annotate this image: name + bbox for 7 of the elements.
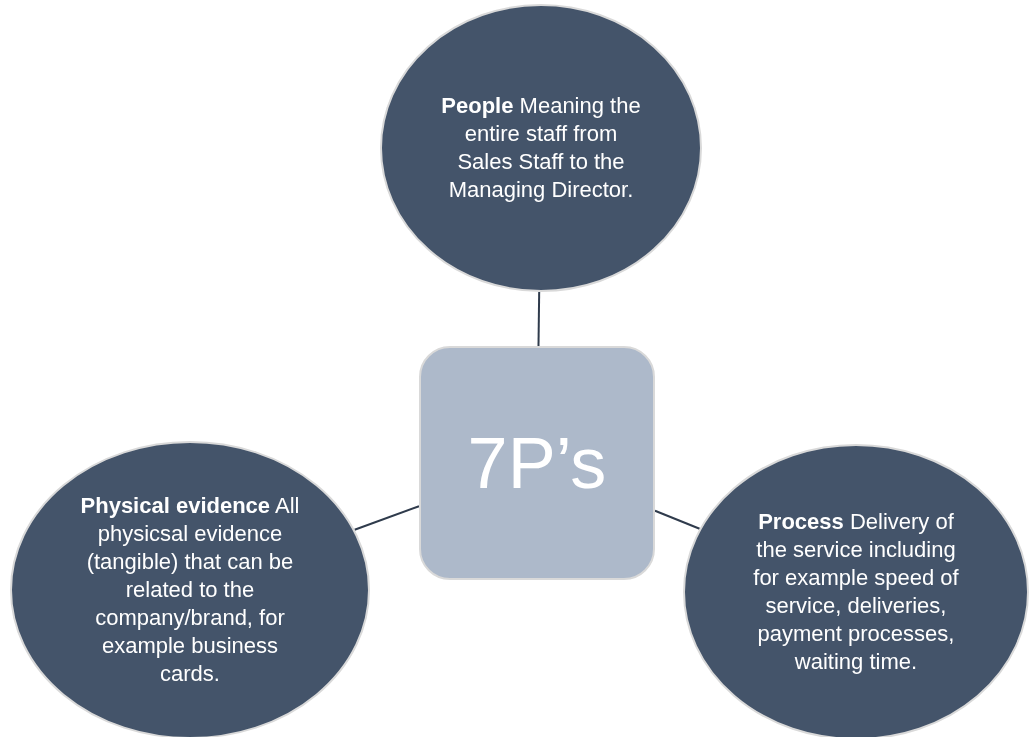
description-text: Process Delivery of the service including for example speed of service, deliveries, payment processes, waiting time. — [752, 508, 960, 676]
connector-line — [353, 505, 420, 531]
description-text: Physical evidence All physicsal evidence (tangible) that can be related to the company/brand, for example business cards. — [79, 492, 301, 688]
center-title: 7P’s — [466, 423, 608, 503]
connector-line — [654, 509, 701, 530]
connector-line — [537, 291, 541, 347]
description-text: People Meaning the entire staff from Sales Staff to the Managing Director. — [440, 92, 642, 204]
